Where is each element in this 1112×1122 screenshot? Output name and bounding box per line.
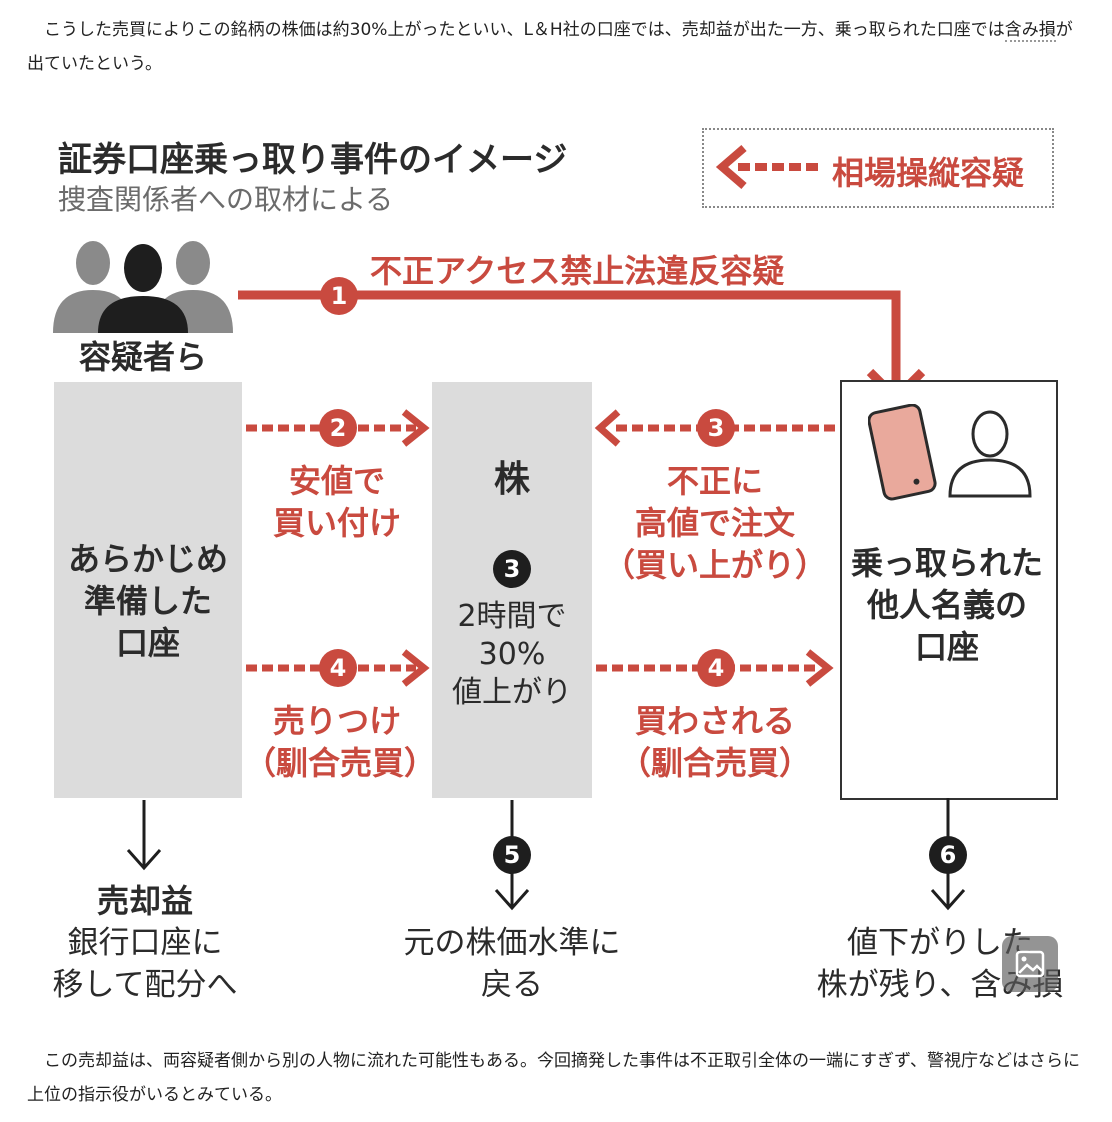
arrow-3-label: 不正に 高値で注文 （買い上がり） bbox=[596, 460, 834, 586]
arrow-4b-label: 買わされる （馴合売買） bbox=[596, 700, 834, 784]
diagram-figure: 証券口座乗っ取り事件のイメージ 捜査関係者への取材による 相場操縦容疑 容疑者ら… bbox=[0, 110, 1112, 1010]
arrow-2-label-line-1: 安値で bbox=[288, 462, 385, 500]
step-number-6: 6 bbox=[929, 836, 967, 874]
stock-title: 株 bbox=[493, 459, 530, 500]
prepared-account-line-3: 口座 bbox=[115, 624, 180, 662]
hijacked-account-label: 乗っ取られた 他人名義の 口座 bbox=[840, 542, 1054, 668]
image-view-button[interactable] bbox=[1002, 936, 1058, 992]
diagram-title: 証券口座乗っ取り事件のイメージ bbox=[58, 140, 568, 180]
legend-box bbox=[702, 128, 1054, 208]
image-icon bbox=[1015, 950, 1045, 978]
hijacked-account-line-2: 他人名義の bbox=[866, 586, 1027, 624]
step-number-3: 3 bbox=[697, 409, 735, 447]
stock-box bbox=[432, 382, 592, 798]
stock-rise-line-3: 値上がり bbox=[452, 675, 572, 710]
outcome-middle-line-1: 元の株価水準に bbox=[403, 925, 621, 961]
arrow-4b-label-line-1: 買わされる bbox=[634, 702, 795, 740]
suspects-people-icon bbox=[53, 241, 233, 333]
hijacked-account-line-3: 口座 bbox=[914, 628, 979, 666]
legend-arrow-icon bbox=[715, 144, 818, 190]
arrow-4a-label: 売りつけ （馴合売買） bbox=[244, 700, 437, 784]
arrow-3-label-line-3: （買い上がり） bbox=[602, 546, 827, 584]
arrow-1-label: 不正アクセス禁止法違反容疑 bbox=[370, 252, 785, 290]
prepared-account-line-1: あらかじめ bbox=[67, 540, 228, 578]
smartphone-icon bbox=[868, 404, 937, 501]
legend-label: 相場操縦容疑 bbox=[832, 154, 1025, 192]
arrow-4a-label-line-1: 売りつけ bbox=[272, 702, 402, 740]
outcome-middle-text: 元の株価水準に 戻る bbox=[372, 922, 652, 1006]
outcome-middle-line-2: 戻る bbox=[481, 967, 543, 1003]
outcome-left-text: 銀行口座に 移して配分へ bbox=[30, 922, 260, 1006]
outcome-left-line-2: 移して配分へ bbox=[52, 967, 238, 1003]
arrow-3-label-line-1: 不正に bbox=[666, 462, 763, 500]
para-top-text-end: が出ていたという。 bbox=[27, 20, 1073, 74]
stock-rise-line-2: 30% bbox=[478, 637, 546, 672]
stock-rise-label: 2時間で 30% 値上がり bbox=[432, 598, 592, 712]
outcome-left-title: 売却益 bbox=[96, 882, 193, 920]
step-number-1: 1 bbox=[320, 277, 358, 315]
arrow-2-label: 安値で 買い付け bbox=[244, 460, 430, 544]
arrow-3-high-order bbox=[594, 409, 836, 447]
step-number-3-stock: 3 bbox=[493, 550, 531, 588]
stock-rise-line-1: 2時間で bbox=[457, 599, 567, 634]
arrow-4-forced-buy bbox=[596, 649, 834, 687]
arrow-4a-label-line-2: （馴合売買） bbox=[244, 744, 437, 782]
prepared-account-box bbox=[54, 382, 242, 798]
diagram-subtitle: 捜査関係者への取材による bbox=[58, 183, 394, 216]
prepared-account-line-2: 準備した bbox=[83, 582, 212, 620]
arrow-2-label-line-2: 買い付け bbox=[272, 504, 401, 542]
person-outline-icon bbox=[948, 410, 1032, 498]
arrow-down-left bbox=[126, 800, 162, 871]
step-number-2: 2 bbox=[319, 409, 357, 447]
arrow-4b-label-line-2: （馴合売買） bbox=[618, 744, 811, 782]
suspects-label: 容疑者ら bbox=[78, 338, 207, 376]
arrow-3-label-line-2: 高値で注文 bbox=[634, 504, 795, 542]
glossary-link-fukumison[interactable]: 含み損 bbox=[1004, 20, 1056, 42]
article-paragraph-top: こうした売買によりこの銘柄の株価は約30%上がったといい、L＆H社の口座では、売… bbox=[27, 13, 1087, 81]
step-number-4-left: 4 bbox=[319, 649, 357, 687]
outcome-left-line-1: 銀行口座に bbox=[67, 925, 223, 961]
prepared-account-label: あらかじめ 準備した 口座 bbox=[54, 538, 242, 664]
article-paragraph-bottom: この売却益は、両容疑者側から別の人物に流れた可能性もある。今回摘発した事件は不正… bbox=[27, 1051, 1080, 1105]
hijacked-account-line-1: 乗っ取られた bbox=[850, 544, 1043, 582]
step-number-4-right: 4 bbox=[697, 649, 735, 687]
step-number-5: 5 bbox=[493, 836, 531, 874]
para-top-text: こうした売買によりこの銘柄の株価は約30%上がったといい、L＆H社の口座では、売… bbox=[27, 20, 1005, 40]
